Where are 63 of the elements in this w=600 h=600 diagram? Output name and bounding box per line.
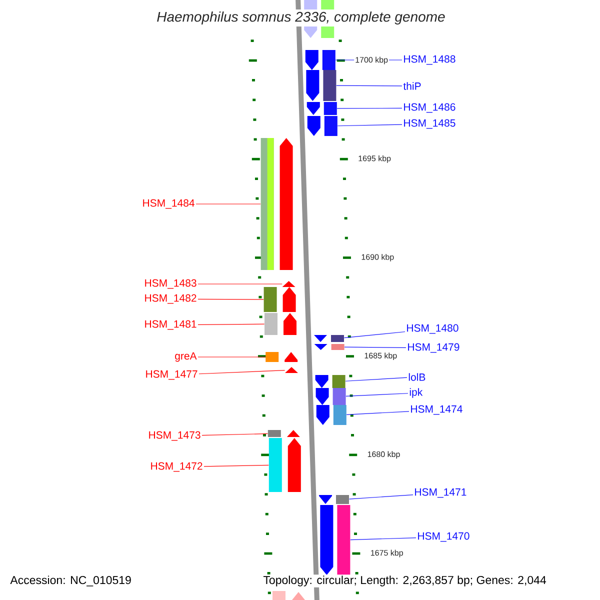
leader-line xyxy=(346,411,410,415)
cog-bar xyxy=(268,438,282,492)
gene-label: HSM_1480 xyxy=(407,324,458,334)
cog-bar xyxy=(264,313,278,335)
gene-label: HSM_1483 xyxy=(145,279,196,289)
gene-label: HSM_1488 xyxy=(404,55,456,65)
cog-bar xyxy=(268,430,281,437)
scale-label: 1685 kbp xyxy=(363,352,398,362)
summary-text: Topology: circular; Length: 2,263,857 bp; Genes: 2,044 xyxy=(262,574,548,588)
gene-label: HSM_1484 xyxy=(143,199,194,209)
gene-label: thiP xyxy=(403,82,421,90)
accession-text: Accession: NC_010519 xyxy=(10,576,131,586)
leader-line xyxy=(350,538,416,540)
scale-label: 1675 kbp xyxy=(369,548,404,558)
leader-line xyxy=(198,370,286,374)
leader-line xyxy=(346,393,408,396)
gene-label: HSM_1486 xyxy=(404,103,456,113)
leader-line xyxy=(202,433,268,436)
leader-line xyxy=(198,356,266,358)
leader-line xyxy=(336,85,402,86)
leader-line xyxy=(198,324,265,326)
cog-bar xyxy=(331,344,344,350)
gene-label: HSM_1470 xyxy=(418,532,470,542)
gene-label: HSM_1481 xyxy=(145,320,196,330)
gene-feature xyxy=(282,281,296,287)
gene-label: HSM_1472 xyxy=(151,462,202,472)
gene-label: HSM_1482 xyxy=(145,294,196,304)
leader-line xyxy=(337,124,402,126)
gene-label: HSM_1471 xyxy=(415,488,466,498)
scale-label: 1700 kbp xyxy=(354,56,390,66)
cog-bar xyxy=(333,405,346,425)
leader-line xyxy=(348,494,414,500)
gene-label: HSM_1485 xyxy=(404,119,456,129)
leader-line xyxy=(344,346,406,348)
cog-bar xyxy=(324,116,338,136)
cog-bar xyxy=(324,102,337,115)
scale-label: 1695 kbp xyxy=(357,154,392,164)
leader-line xyxy=(204,464,269,467)
gene-label: greA xyxy=(175,352,197,362)
cog-bar xyxy=(331,335,344,342)
gene-label: ipk xyxy=(410,388,423,398)
leader-line xyxy=(344,331,406,338)
cog-bar xyxy=(323,70,336,101)
cog-bar xyxy=(337,505,350,575)
cog-bar xyxy=(332,375,346,388)
cog-bar xyxy=(332,388,346,405)
gene-label: HSM_1474 xyxy=(411,405,462,415)
leader-line xyxy=(345,377,408,382)
gene-feature xyxy=(285,367,298,373)
title: Haemophilus somnus 2336, complete genome xyxy=(154,9,448,27)
gene-label: lolB xyxy=(408,373,426,381)
gene-label: HSM_1477 xyxy=(146,370,198,380)
cog-bar xyxy=(264,287,277,312)
cog-bar xyxy=(336,495,349,504)
leader-line xyxy=(198,298,264,300)
scale-label: 1690 kbp xyxy=(360,252,396,262)
cog-bar xyxy=(322,50,336,70)
cog-bar xyxy=(260,138,274,270)
scale-label: 1680 kbp xyxy=(366,450,402,460)
gene-label: HSM_1479 xyxy=(408,343,460,353)
leader-line xyxy=(336,108,402,109)
cog-bar xyxy=(266,352,279,362)
gene-label: HSM_1473 xyxy=(149,431,200,441)
